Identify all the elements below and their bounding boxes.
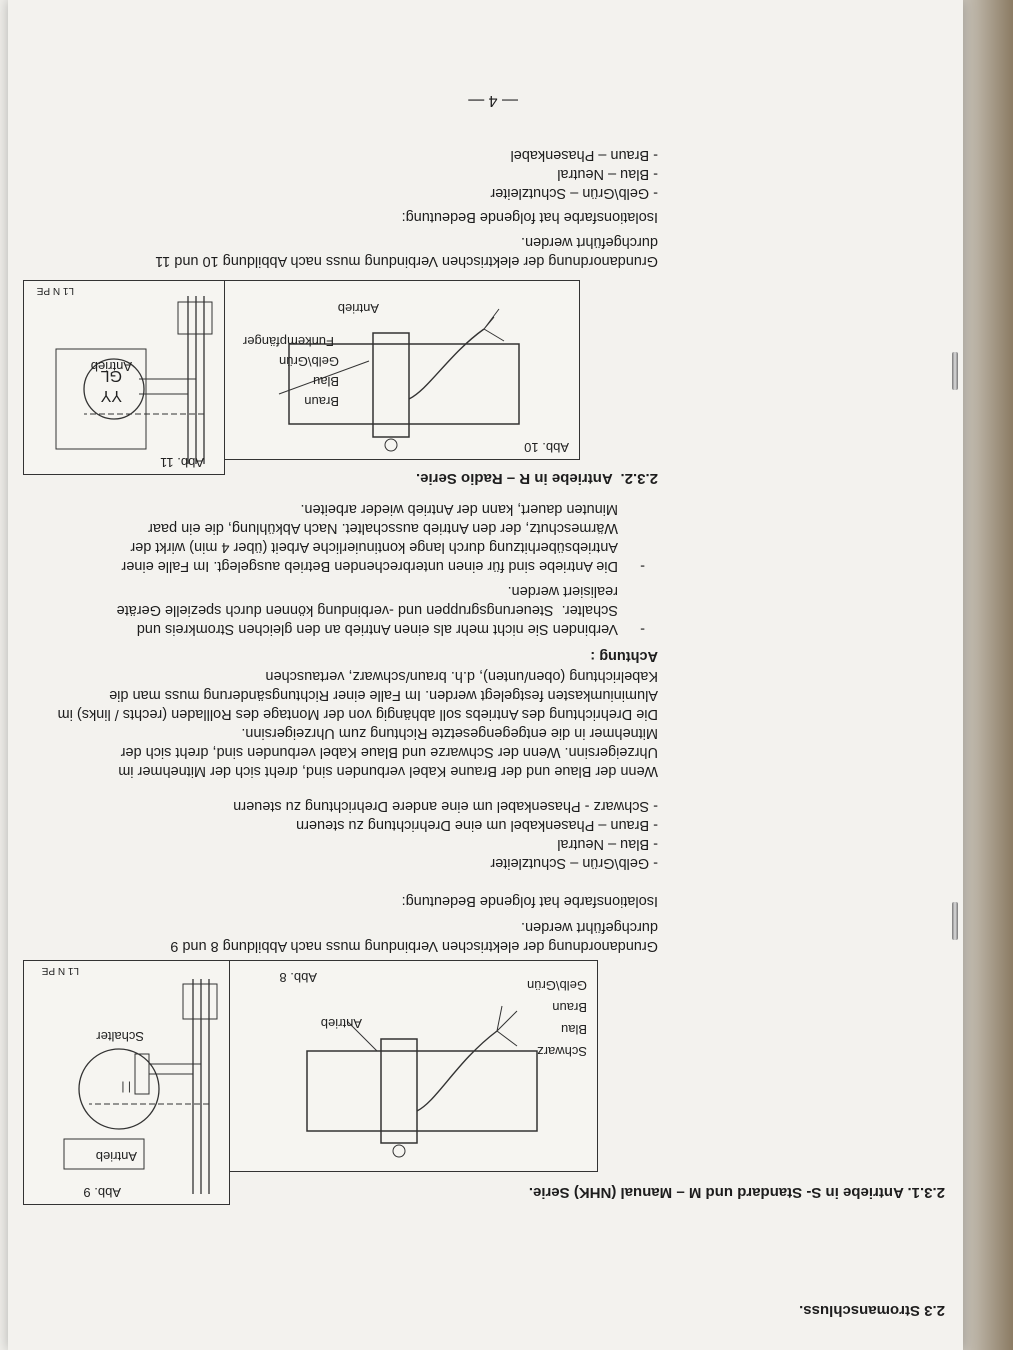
fig8-wire-label: Blau: [560, 1022, 587, 1037]
page: 2.3 Stromanschluss. 2.3.1. Antriebe in S…: [8, 0, 963, 1350]
figure-10-drawing: [278, 308, 520, 452]
fig8-wire-label: Braun: [552, 1000, 587, 1015]
achtung-bullet-1: Verbinden Sie nicht mehr als einen Antri…: [116, 583, 618, 637]
svg-text:| |: | |: [121, 1081, 131, 1095]
bullet-dash: -: [640, 621, 645, 637]
page-number: — 4 —: [468, 92, 518, 109]
text2-color-item: - Gelb\Grün – Schutzleiter: [490, 185, 658, 201]
fig9-lnpe: L1 N PE: [41, 965, 79, 976]
figure-9-drawing: | |: [63, 979, 218, 1194]
fig10-wire-label: Gelb\Grün: [279, 354, 339, 369]
achtung-bullet-2: Die Antriebe sind für einen unterbrechen…: [121, 501, 618, 574]
fig11-lnpe: L1 N PE: [36, 285, 74, 296]
fig10-wire-label: Blau: [312, 374, 339, 389]
fig8-wire-label: Gelb\Grün: [527, 978, 587, 993]
fig11-yy: YY: [100, 387, 122, 404]
fig9-antrieb: Antrieb: [95, 1149, 137, 1164]
fig8-wire-label: Schwarz: [537, 1044, 587, 1059]
text2-intro: Grundanordnung der elektrischen Verbindu…: [155, 234, 658, 269]
fig11-gl: GL: [100, 367, 122, 384]
text1-color-item: - Schwarz - Phasenkabel um eine andere D…: [233, 798, 658, 814]
fig8-caption: Abb. 8: [279, 970, 317, 985]
fig9-caption: Abb. 9: [83, 1185, 121, 1200]
fig10-antrieb: Antrieb: [337, 301, 379, 316]
figure-8-drawing: [306, 1005, 538, 1158]
text2-color-item: - Braun – Phasenkabel: [510, 147, 658, 163]
text2-colors-intro: Isolationsfarbe hat folgende Bedeutung:: [401, 209, 658, 225]
fig10-caption: Abb. 10: [524, 440, 569, 455]
figure-9-box: | | L1 N PE Antrieb Schalter Abb. 9: [23, 960, 230, 1205]
figure-8-box: Antrieb Schwarz Blau Braun Gelb\Grün Abb…: [228, 960, 598, 1172]
text1-intro: Grundanordnung der elektrischen Verbindu…: [170, 919, 658, 954]
section-title: 2.3 Stromanschluss.: [799, 1302, 945, 1319]
text1-color-item: - Blau – Neutral: [557, 836, 658, 852]
fig10-wire-label: Braun: [304, 394, 339, 409]
text1-paragraph: Wenn der Blaue und der Braune Kabel verb…: [57, 668, 658, 779]
achtung-heading: Achtung :: [590, 648, 658, 664]
staple: [952, 902, 958, 940]
bullet-dash: -: [640, 558, 645, 574]
figure-10-box: Antrieb Funkempfänger Gelb\Grün Blau Bra…: [223, 280, 580, 460]
subsection-title-1: 2.3.1. Antriebe in S- Standard und M – M…: [528, 1184, 945, 1201]
text2-color-item: - Blau – Neutral: [557, 166, 658, 182]
text1-color-item: - Gelb\Grün – Schutzleiter: [490, 855, 658, 871]
fig10-funkempfaenger: Funkempfänger: [242, 334, 334, 349]
subsection-title-2: 2.3.2. Antriebe in R – Radio Serie.: [415, 470, 658, 487]
figure-11-box: L1 N PE Antrieb YY GL Abb. 11: [23, 280, 225, 475]
text1-color-item: - Braun – Phasenkabel um eine Drehrichtu…: [296, 817, 658, 833]
text1-colors-intro: Isolationsfarbe hat folgende Bedeutung:: [401, 893, 658, 909]
staple: [952, 352, 958, 390]
fig11-caption: Abb. 11: [160, 455, 204, 470]
fig9-schalter: Schalter: [96, 1029, 144, 1044]
fig8-antrieb-label: Antrieb: [320, 1016, 362, 1031]
figure-11-drawing: [55, 296, 213, 464]
